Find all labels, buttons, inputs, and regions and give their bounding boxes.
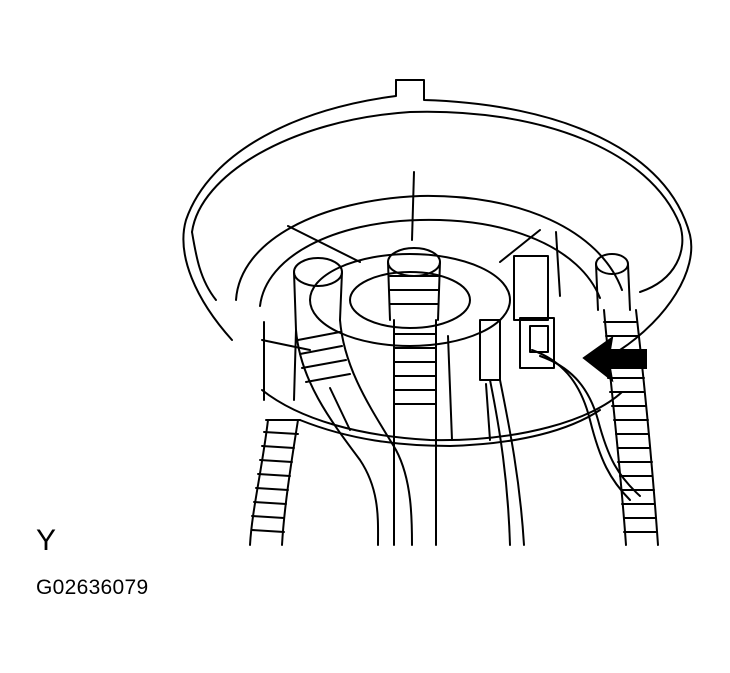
figure-code: G02636079 xyxy=(36,576,149,599)
flange-outline xyxy=(182,79,693,351)
center-hose xyxy=(387,247,441,546)
view-label: Y xyxy=(36,524,57,557)
arrow-icon xyxy=(582,335,647,383)
wire-connector xyxy=(479,255,641,546)
right-hose xyxy=(595,253,659,546)
left-hose xyxy=(249,257,343,546)
pump-top-rings xyxy=(235,171,623,447)
